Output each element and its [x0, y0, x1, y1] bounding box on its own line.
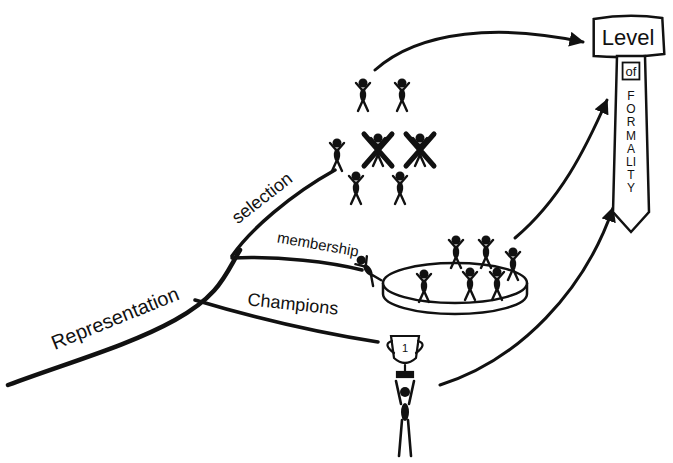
tie-knot-text: Level	[602, 27, 655, 49]
branch-label: membership	[276, 229, 360, 258]
selection-figures	[330, 79, 434, 205]
trophy-champion	[387, 336, 422, 456]
branch-label: Champions	[247, 290, 339, 317]
cross-mark	[364, 134, 434, 166]
branch-line	[232, 258, 362, 270]
tie-body	[613, 56, 649, 232]
arrow	[440, 208, 613, 385]
tie-shape: Level ofFORMALITY	[585, 12, 671, 236]
arrow	[515, 100, 607, 238]
arrow	[375, 32, 583, 70]
branch-label: Representation	[48, 283, 181, 352]
tie-box	[623, 63, 640, 80]
tie-knot	[594, 16, 665, 57]
tie-vertical-text: FORMALITY	[625, 90, 637, 196]
tie-box-text: of	[626, 65, 637, 78]
membership-platform	[353, 236, 527, 315]
branch-line	[8, 250, 240, 385]
mind-map-branches	[8, 170, 378, 385]
branch-label: selection	[228, 169, 295, 227]
callout-number: 1	[402, 343, 408, 354]
arrows	[375, 32, 613, 385]
